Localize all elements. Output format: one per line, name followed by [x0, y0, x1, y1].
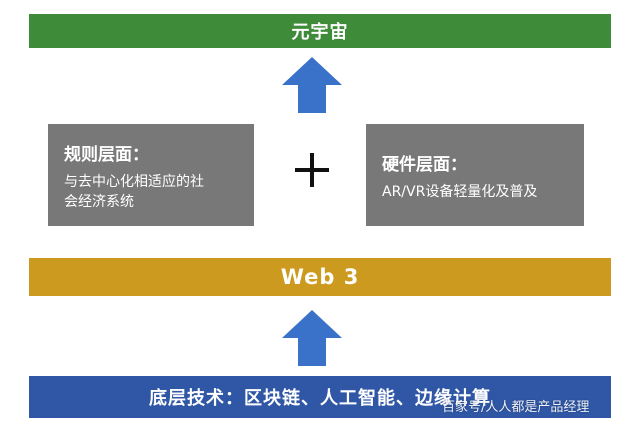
watermark: 百家号/人人都是产品经理 — [442, 400, 590, 415]
rules-layer-title: 规则层面： — [64, 145, 149, 165]
rules-layer-box: 规则层面： 与去中心化相适应的社 会经济系统 — [48, 124, 254, 226]
metaverse-label: 元宇宙 — [291, 22, 349, 43]
up-arrow-icon — [282, 57, 342, 113]
web3-label: Web 3 — [280, 265, 360, 289]
up-arrow-icon — [282, 310, 342, 366]
rules-layer-line1: 与去中心化相适应的社 — [64, 174, 204, 190]
web3-band: Web 3 — [29, 258, 611, 296]
hardware-layer-line1: AR/VR设备轻量化及普及 — [382, 184, 538, 200]
metaverse-band: 元宇宙 — [29, 14, 611, 48]
plus-icon — [295, 153, 329, 187]
hardware-layer-title: 硬件层面： — [382, 155, 467, 175]
base-tech-band: 底层技术：区块链、人工智能、边缘计算 — [29, 376, 611, 418]
rules-layer-line2: 会经济系统 — [64, 194, 134, 210]
base-tech-label: 底层技术：区块链、人工智能、边缘计算 — [149, 388, 491, 409]
hardware-layer-box: 硬件层面： AR/VR设备轻量化及普及 — [366, 124, 584, 226]
